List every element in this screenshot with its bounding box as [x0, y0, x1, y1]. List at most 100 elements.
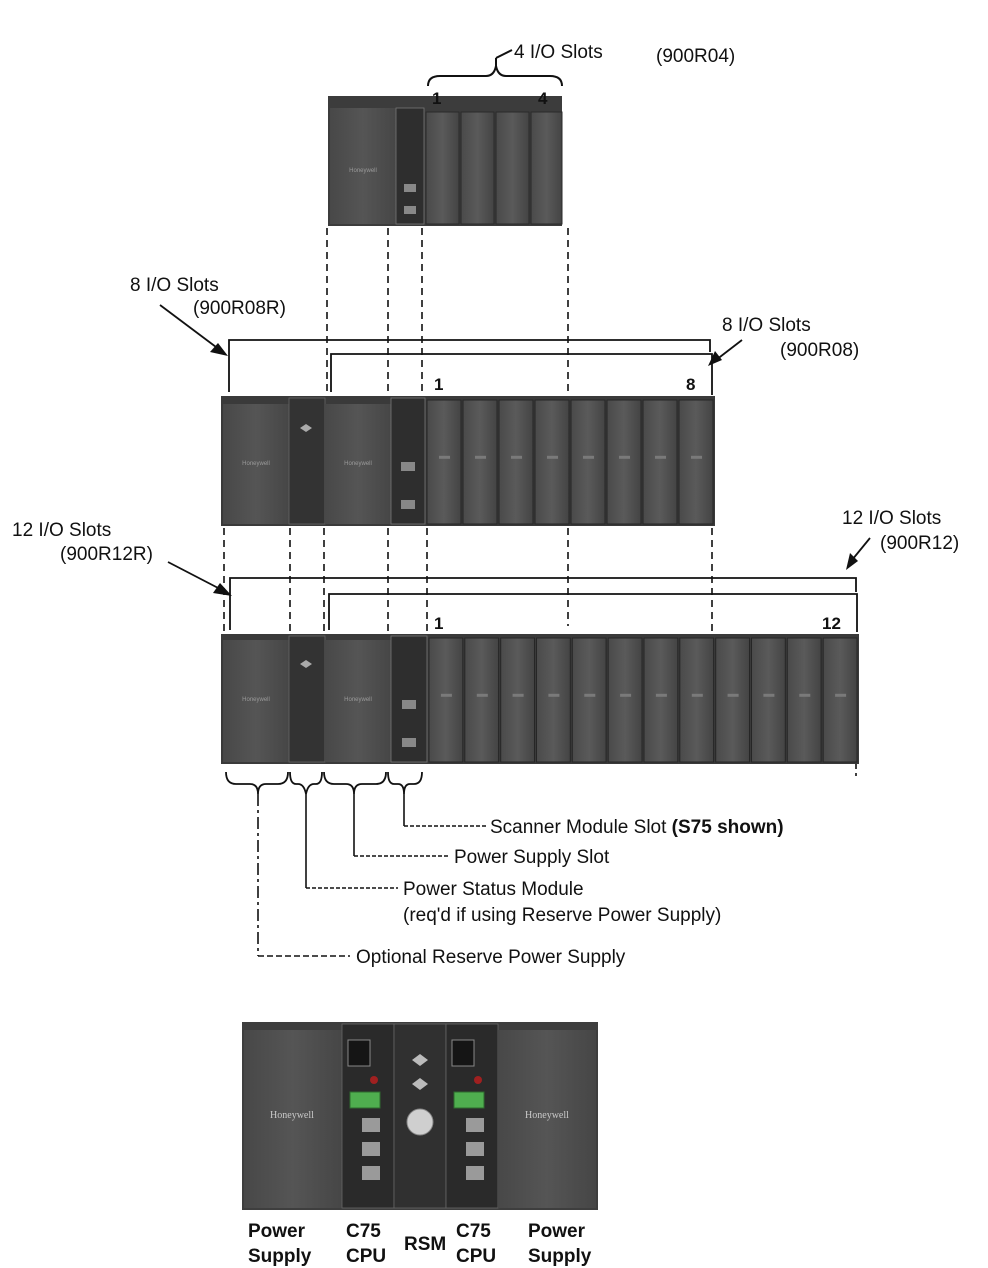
- ethernet-port-icon: [466, 1166, 484, 1180]
- label-power-supply-left-2: Supply: [248, 1246, 312, 1267]
- arrow-head-icon: [210, 343, 228, 356]
- io-module: [678, 399, 714, 525]
- module-label-plate: [475, 455, 486, 459]
- module-label-plate: [727, 693, 739, 697]
- r12-model: (900R12): [880, 533, 959, 554]
- io-module: [534, 399, 570, 525]
- power-status-module: [288, 635, 326, 763]
- io-module: [425, 111, 460, 225]
- r04-model: (900R04): [656, 46, 735, 67]
- io-module: [715, 637, 751, 763]
- callout-power-status-module: Power Status Module: [403, 879, 584, 900]
- terminal-block-icon: [453, 1091, 485, 1109]
- module-label-plate: [512, 693, 524, 697]
- r08r-model: (900R08R): [193, 298, 286, 319]
- port-icon: [401, 462, 415, 471]
- bottom-labels: Power Supply C75 CPU RSM C75 CPU Power S…: [248, 1221, 592, 1267]
- port-icon: [404, 206, 416, 214]
- io-module: [536, 637, 571, 763]
- io-module: [822, 637, 858, 763]
- port-icon: [402, 738, 416, 747]
- r04-title: 4 I/O Slots: [514, 42, 603, 63]
- arrow-head-icon: [213, 583, 232, 596]
- led-icon: [300, 424, 306, 432]
- r08-title: 8 I/O Slots: [722, 315, 811, 336]
- bracket-900r12r: [229, 577, 857, 630]
- alignment-lines-upper: [326, 228, 569, 398]
- module-label-plate: [691, 693, 703, 697]
- r04-last-slot: 4: [538, 89, 548, 108]
- io-module: [679, 637, 715, 763]
- module-label-plate: [655, 693, 667, 697]
- module-label-plate: [440, 693, 452, 697]
- brand-label: Honeywell: [242, 461, 270, 467]
- io-module: [751, 637, 786, 763]
- bracket-900r08: [330, 353, 713, 395]
- port-icon: [404, 184, 416, 192]
- label-power-supply-right-1: Power: [528, 1221, 586, 1242]
- card-slot-icon: [347, 1039, 371, 1067]
- io-module: [464, 637, 500, 763]
- port-icon: [402, 700, 416, 709]
- ethernet-port-icon: [362, 1142, 380, 1156]
- io-module: [530, 111, 563, 225]
- io-module: [426, 399, 462, 525]
- module-label-plate: [584, 693, 596, 697]
- leader-line: [495, 49, 513, 59]
- io-module: [500, 637, 536, 763]
- card-slot-icon: [451, 1039, 475, 1067]
- bracket-900r12: [328, 593, 858, 632]
- label-cpu-left-1: C75: [346, 1221, 381, 1242]
- led-icon: [412, 1078, 420, 1090]
- led-icon: [420, 1078, 428, 1090]
- module-label-plate: [691, 455, 702, 459]
- io-module: [607, 637, 643, 763]
- callout-reserve-supply: Optional Reserve Power Supply: [356, 947, 626, 968]
- module-label-plate: [620, 693, 632, 697]
- io-module-group: [428, 637, 858, 763]
- slot-braces: [225, 771, 423, 795]
- ethernet-port-icon: [362, 1118, 380, 1132]
- led-icon: [306, 424, 312, 432]
- leader-line: [167, 561, 223, 591]
- callout-leaders: [257, 794, 486, 957]
- module-label-plate: [439, 455, 450, 459]
- module-label-plate: [548, 693, 560, 697]
- r08-last-slot: 8: [686, 375, 695, 394]
- scanner-module: [395, 107, 425, 225]
- r12r-model: (900R12R): [60, 544, 153, 565]
- io-module: [495, 111, 530, 225]
- bracket-900r08r: [228, 339, 711, 392]
- module-label-plate: [655, 455, 666, 459]
- r12-first-slot: 1: [434, 614, 443, 633]
- slot-brace: [427, 65, 563, 87]
- power-supply-module: [325, 640, 391, 762]
- rack-900r12r: Honeywell Honeywell: [221, 634, 859, 764]
- led-icon: [412, 1054, 420, 1066]
- io-module: [570, 399, 606, 525]
- label-rsm: RSM: [404, 1234, 446, 1255]
- callout-power-status-note: (req'd if using Reserve Power Supply): [403, 905, 721, 926]
- r12r-title: 12 I/O Slots: [12, 520, 111, 541]
- io-module: [428, 637, 464, 763]
- leader-line: [851, 537, 871, 561]
- brand-label: Honeywell: [349, 168, 377, 174]
- io-module-group: [426, 399, 714, 525]
- ethernet-port-icon: [362, 1166, 380, 1180]
- io-module: [606, 399, 642, 525]
- power-supply-right: [498, 1030, 596, 1208]
- key-switch-icon: [406, 1108, 434, 1136]
- terminal-block-icon: [349, 1091, 381, 1109]
- io-module: [643, 637, 679, 763]
- arrow-head-icon: [846, 553, 858, 570]
- alignment-lines-lower: [223, 528, 713, 636]
- module-label-plate: [511, 455, 522, 459]
- label-cpu-right-1: C75: [456, 1221, 491, 1242]
- label-power-supply-left-1: Power: [248, 1221, 306, 1242]
- r08-first-slot: 1: [434, 375, 443, 394]
- led-icon: [300, 660, 306, 668]
- io-module: [786, 637, 822, 763]
- label-cpu-left-2: CPU: [346, 1246, 386, 1267]
- port-icon: [401, 500, 415, 509]
- label-cpu-right-2: CPU: [456, 1246, 496, 1267]
